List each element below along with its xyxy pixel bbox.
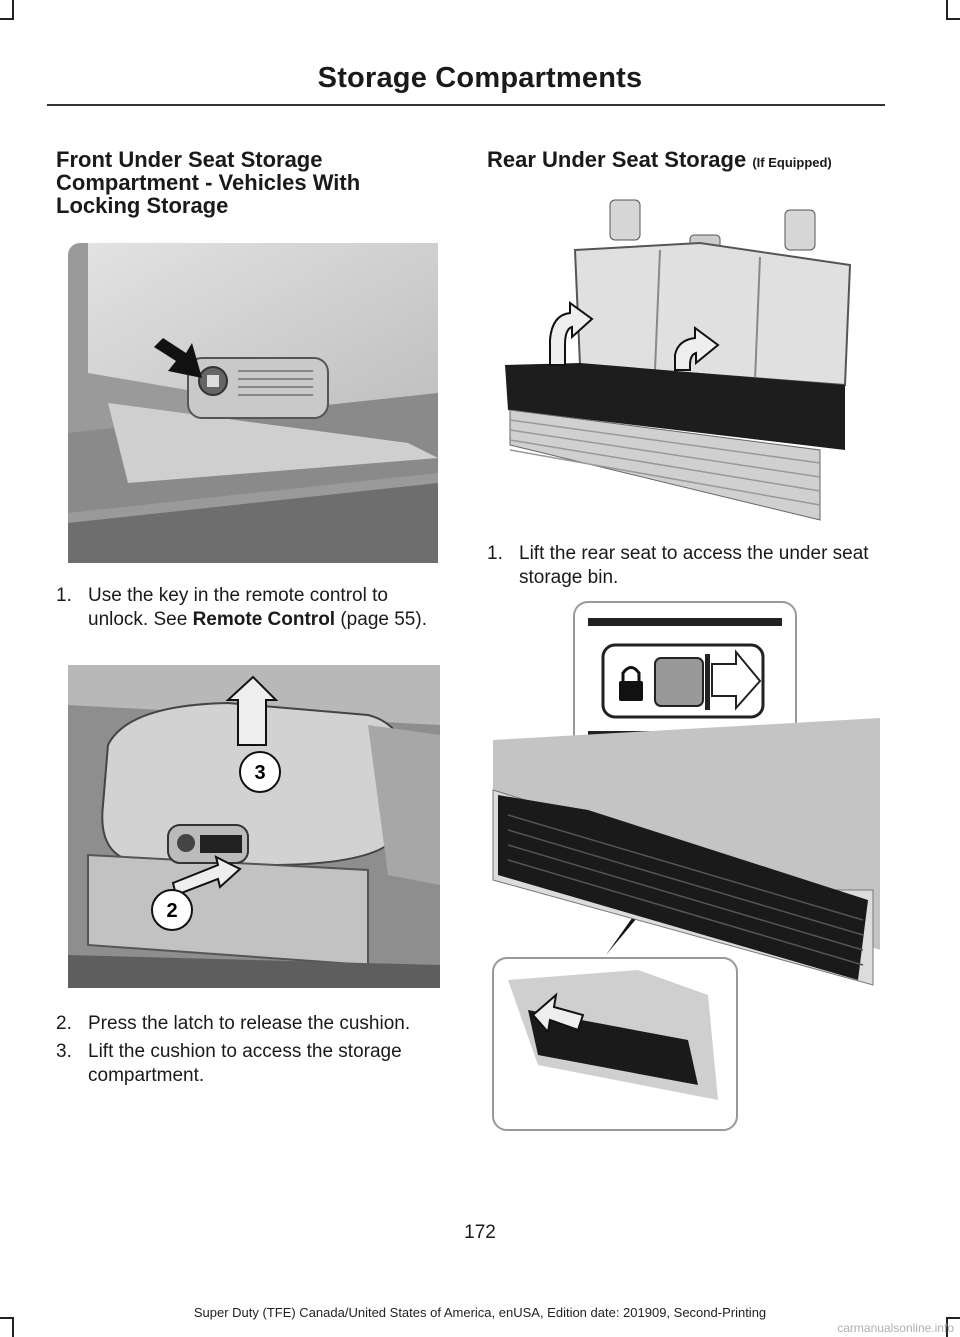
crop-mark [946, 1317, 960, 1319]
figure-rear-seat [500, 195, 860, 525]
edition-footer: Super Duty (TFE) Canada/United States of… [193, 1305, 767, 1320]
remote-control-link[interactable]: Remote Control [192, 609, 336, 630]
step-number: 2. [56, 1013, 72, 1034]
step-number: 3. [56, 1041, 72, 1062]
crop-mark [946, 1319, 948, 1337]
front-step-1: 1. Use the key in the remote control to … [56, 584, 442, 632]
step-text: Lift the cushion to access the storage c… [88, 1041, 402, 1086]
rear-storage-heading: Rear Under Seat Storage (If Equipped) [487, 148, 887, 174]
crop-mark [0, 18, 14, 20]
step-text: Press the latch to release the cushion. [88, 1013, 411, 1034]
if-equipped-note: (If Equipped) [752, 155, 832, 170]
callout-3: 3 [254, 762, 265, 784]
figure-locking-storage [68, 243, 438, 563]
crop-mark [0, 1317, 14, 1319]
crop-mark [946, 18, 960, 20]
step-number: 1. [56, 585, 72, 606]
crop-mark [946, 0, 948, 18]
page-number: 172 [464, 1222, 496, 1243]
front-step-3: 3. Lift the cushion to access the storag… [56, 1040, 442, 1088]
rear-step-1: 1. Lift the rear seat to access the unde… [487, 542, 877, 590]
watermark: carmanualsonline.info [837, 1321, 954, 1335]
callout-2: 2 [166, 900, 177, 922]
figure-storage-bin [488, 600, 880, 1132]
rear-heading-text: Rear Under Seat Storage [487, 147, 747, 172]
step-text: Lift the rear seat to access the under s… [519, 543, 869, 588]
front-step-2: 2. Press the latch to release the cushio… [56, 1012, 442, 1036]
figure-cushion-release: 3 2 [68, 665, 440, 988]
crop-mark [12, 0, 14, 18]
crop-mark [12, 1319, 14, 1337]
page-title: Storage Compartments [317, 62, 643, 94]
header-rule [47, 104, 885, 106]
step-text: Use the key in the remote control to unl… [88, 585, 388, 630]
step-text: (page 55). [335, 609, 427, 630]
step-number: 1. [487, 543, 503, 564]
front-storage-heading: Front Under Seat Storage Compartment - V… [56, 147, 361, 218]
